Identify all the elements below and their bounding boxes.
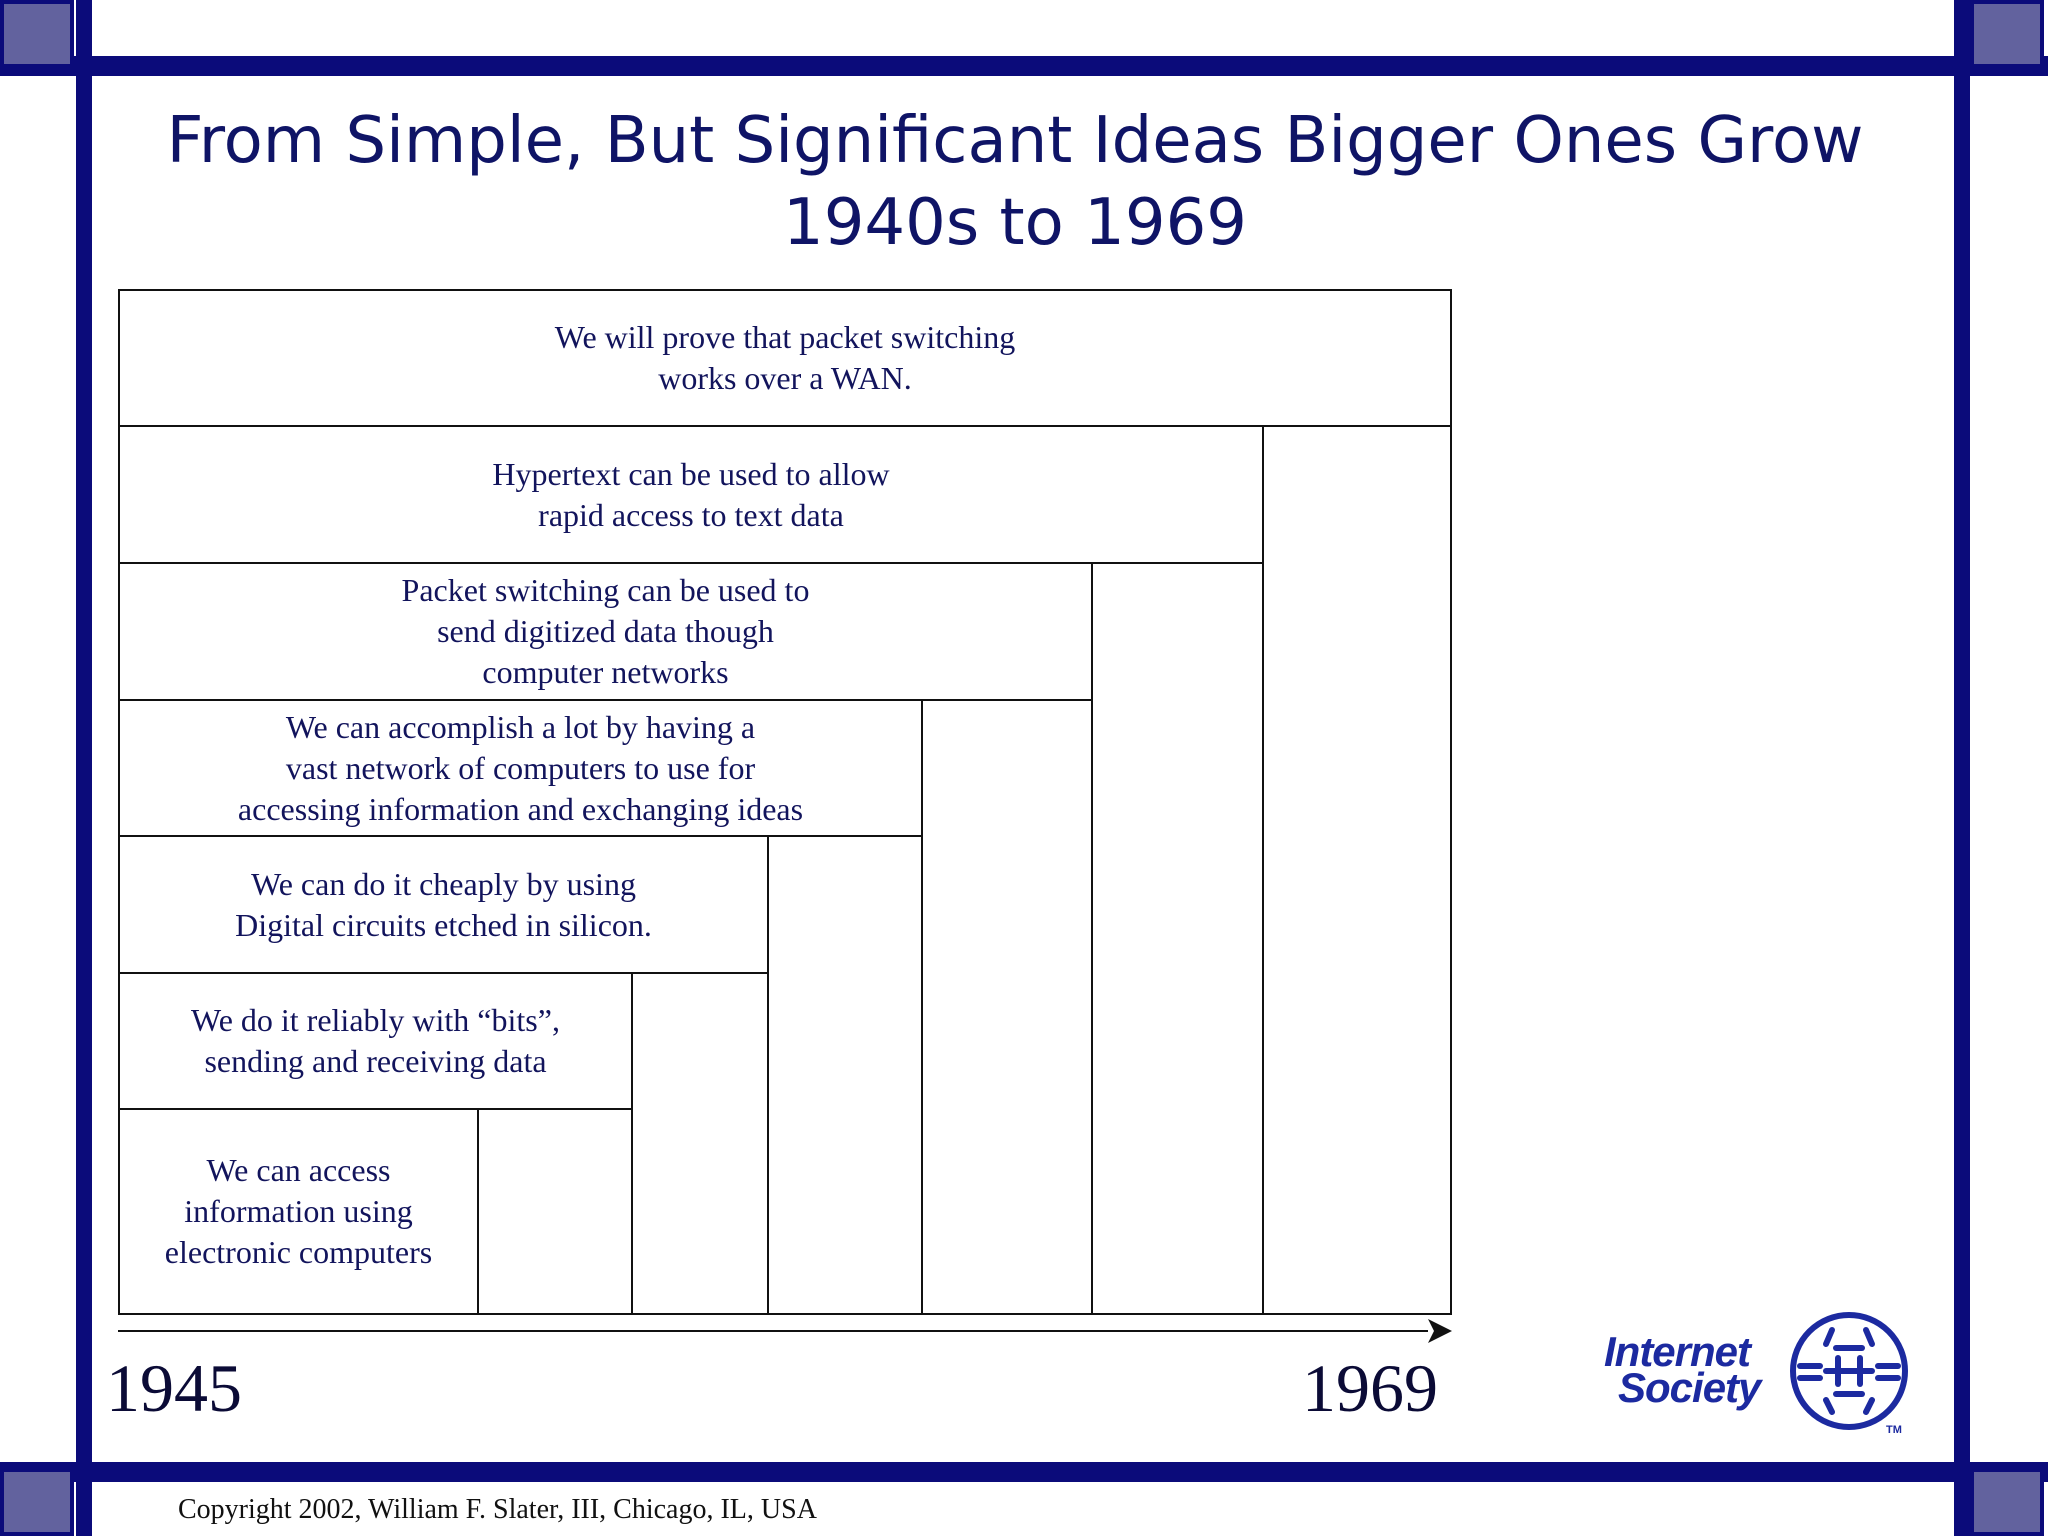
frame-left-bar — [76, 0, 92, 1536]
support-column-5 — [1091, 562, 1264, 1315]
idea-text: We can access information using electron… — [164, 1152, 433, 1270]
copyright-footer: Copyright 2002, William F. Slater, III, … — [178, 1494, 817, 1525]
idea-box-vast-network: We can accomplish a lot by having a vast… — [118, 699, 923, 837]
idea-box-packet-switching-wan: We will prove that packet switching work… — [118, 289, 1452, 427]
idea-text: We do it reliably with “bits”, sending a… — [191, 1002, 560, 1079]
corner-square-top-left — [0, 0, 74, 68]
slide-title-line2: 1940s to 1969 — [782, 186, 1248, 260]
logo-text-internet: Internet — [1604, 1328, 1751, 1375]
timeline-arrow — [118, 1319, 1452, 1343]
corner-square-bottom-right — [1970, 1468, 2044, 1536]
idea-box-electronic-computers: We can access information using electron… — [118, 1108, 479, 1315]
frame-right-bar — [1954, 0, 1970, 1536]
idea-box-bits: We do it reliably with “bits”, sending a… — [118, 972, 633, 1110]
frame-bottom-bar — [0, 1462, 2048, 1482]
support-column-3 — [767, 835, 923, 1315]
internet-society-logo: Internet Society TM — [1596, 1300, 1926, 1440]
support-column-2 — [631, 972, 769, 1315]
frame-top-bar — [0, 56, 2048, 76]
idea-text: We can do it cheaply by using Digital ci… — [235, 865, 652, 943]
slide-title-line1: From Simple, But Significant Ideas Bigge… — [166, 104, 1864, 178]
globe-network-icon — [1790, 1312, 1908, 1430]
support-column-4 — [921, 699, 1093, 1315]
corner-square-bottom-left — [0, 1468, 74, 1536]
idea-box-digital-circuits: We can do it cheaply by using Digital ci… — [118, 835, 769, 974]
slide-title: From Simple, But Significant Ideas Bigge… — [120, 100, 1910, 264]
idea-text: We will prove that packet switching work… — [554, 319, 1016, 396]
idea-text: Packet switching can be used to send dig… — [401, 572, 810, 690]
corner-square-top-right — [1970, 0, 2044, 68]
logo-trademark: TM — [1886, 1424, 1902, 1436]
idea-text: We can accomplish a lot by having a vast… — [237, 708, 804, 827]
logo-text-society: Society — [1618, 1364, 1761, 1411]
support-column-6 — [1262, 425, 1452, 1315]
timeline-start-year: 1945 — [106, 1350, 242, 1426]
support-column-1 — [477, 1108, 633, 1315]
timeline-end-year: 1969 — [1302, 1350, 1438, 1426]
idea-box-packet-switching: Packet switching can be used to send dig… — [118, 562, 1093, 701]
idea-box-hypertext: Hypertext can be used to allow rapid acc… — [118, 425, 1264, 564]
idea-text: Hypertext can be used to allow rapid acc… — [492, 455, 890, 533]
